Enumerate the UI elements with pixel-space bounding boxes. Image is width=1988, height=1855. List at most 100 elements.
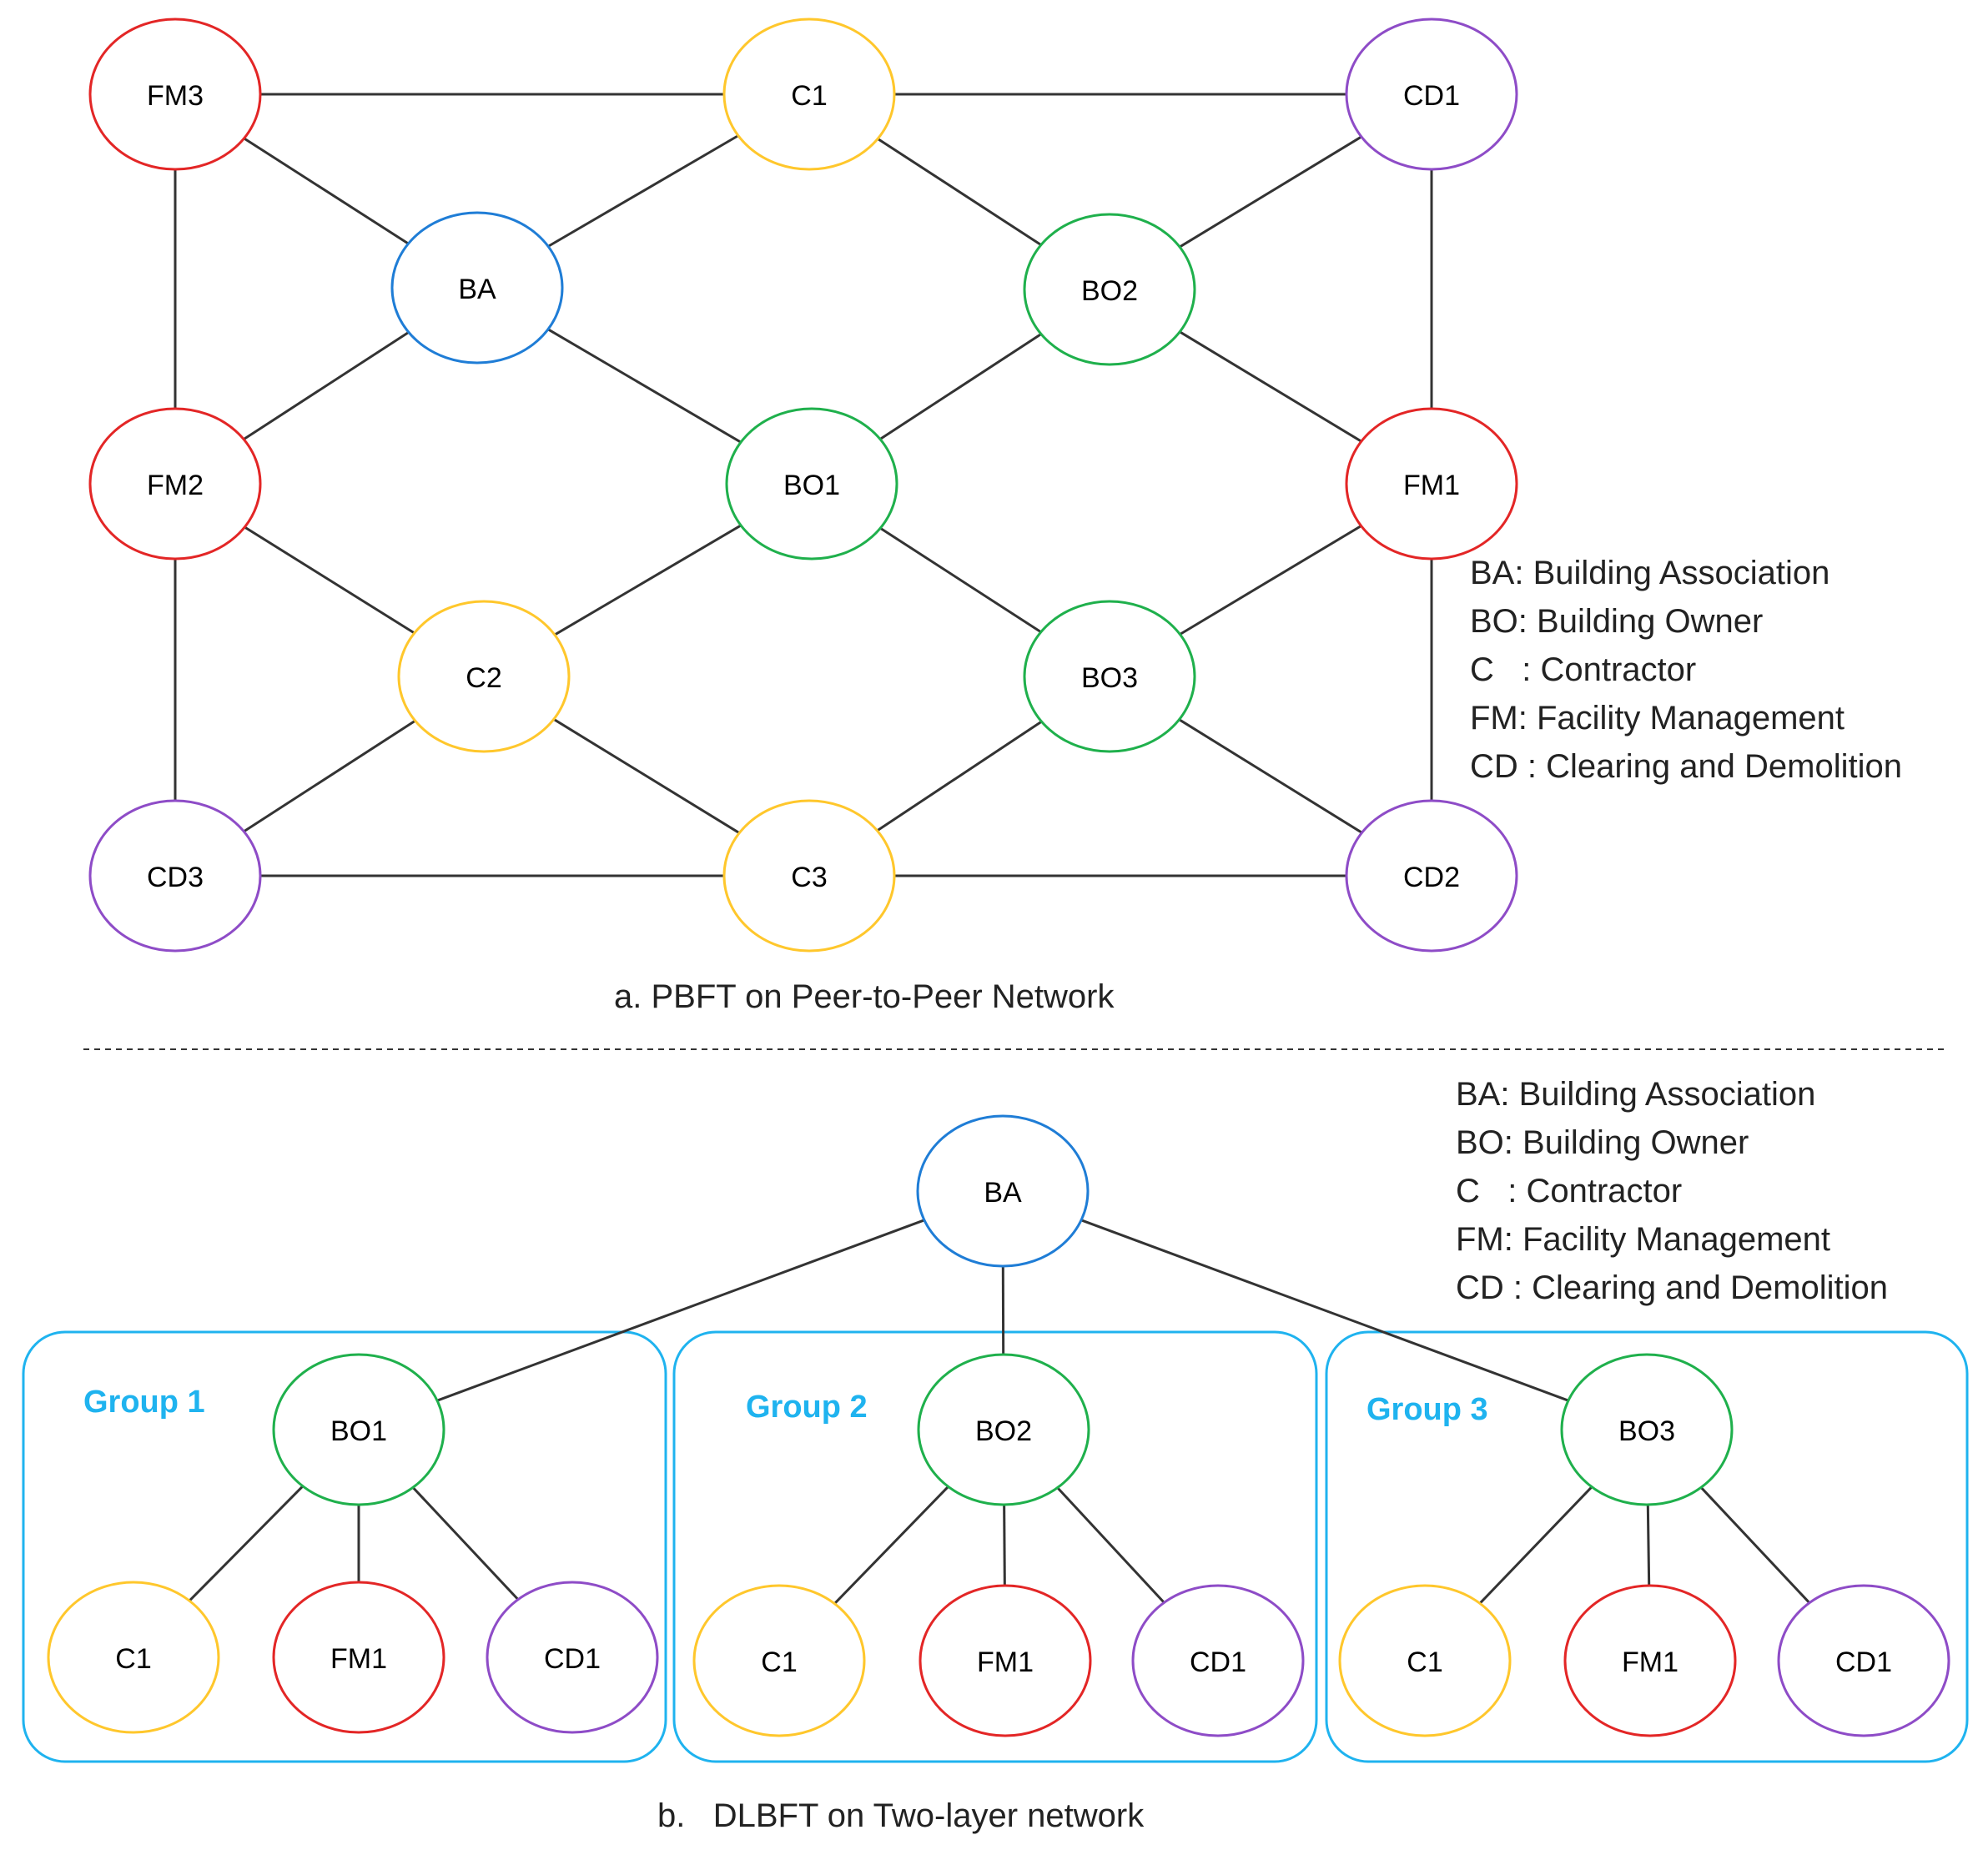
node-label: FM1 bbox=[1622, 1646, 1678, 1678]
group-title: Group 3 bbox=[1366, 1392, 1488, 1427]
edge-line bbox=[243, 137, 410, 245]
node-c1[interactable]: C1 bbox=[1338, 1584, 1512, 1737]
node-label: C2 bbox=[466, 662, 501, 694]
node-bo1[interactable]: BO1 bbox=[725, 407, 898, 561]
node-c1[interactable]: C1 bbox=[47, 1581, 220, 1734]
node-label: CD1 bbox=[1835, 1646, 1892, 1678]
node-cd1[interactable]: CD1 bbox=[1777, 1584, 1950, 1737]
node-circle bbox=[1345, 18, 1518, 171]
node-label: BO3 bbox=[1618, 1415, 1675, 1447]
edge-line bbox=[879, 333, 1042, 440]
node-circle bbox=[47, 1581, 220, 1734]
node-cd2[interactable]: CD2 bbox=[1345, 799, 1518, 953]
group-boxes: Group 1 Group 2 Group 3 bbox=[22, 1330, 1969, 1763]
node-label: CD3 bbox=[147, 862, 204, 893]
node-label: C3 bbox=[791, 862, 827, 893]
edge-line bbox=[833, 1486, 949, 1605]
node-label: C1 bbox=[1407, 1646, 1442, 1678]
edge-line bbox=[876, 720, 1043, 832]
edge-line bbox=[243, 719, 416, 833]
node-cd1[interactable]: CD1 bbox=[486, 1581, 659, 1734]
node-label: FM1 bbox=[330, 1643, 387, 1675]
two-layer-legend: BA: Building Association BO: Building Ow… bbox=[1456, 1076, 1888, 1306]
p2p-edges bbox=[174, 93, 1433, 877]
node-label: BO2 bbox=[975, 1415, 1032, 1447]
node-cd3[interactable]: CD3 bbox=[88, 799, 262, 953]
node-bo3[interactable]: BO3 bbox=[1560, 1353, 1734, 1506]
legend-line: C : Contractor bbox=[1456, 1173, 1682, 1209]
legend-line: C : Contractor bbox=[1470, 651, 1696, 688]
edge-line bbox=[436, 1219, 925, 1402]
two-layer-caption: b. DLBFT on Two-layer network bbox=[657, 1797, 1145, 1834]
legend-line: FM: Facility Management bbox=[1456, 1221, 1830, 1258]
legend-line: BA: Building Association bbox=[1456, 1076, 1815, 1113]
legend-line: FM: Facility Management bbox=[1470, 700, 1845, 736]
edge-line bbox=[1699, 1486, 1811, 1604]
edge-line bbox=[552, 718, 741, 834]
node-label: CD2 bbox=[1403, 862, 1460, 893]
node-fm2[interactable]: FM2 bbox=[88, 407, 262, 561]
edge-line bbox=[554, 524, 742, 636]
legend-line: BO: Building Owner bbox=[1470, 603, 1763, 640]
node-cd1[interactable]: CD1 bbox=[1131, 1584, 1305, 1737]
edge-line bbox=[1179, 135, 1362, 249]
node-label: FM2 bbox=[147, 470, 204, 501]
edge-line bbox=[1179, 330, 1362, 443]
node-c1[interactable]: C1 bbox=[722, 18, 896, 171]
edge-line bbox=[547, 328, 742, 444]
node-label: CD1 bbox=[544, 1643, 601, 1675]
node-circle bbox=[692, 1584, 866, 1737]
node-circle bbox=[917, 1353, 1090, 1506]
node-label: BO1 bbox=[330, 1415, 387, 1447]
node-label: FM3 bbox=[147, 80, 204, 112]
edge-line bbox=[1080, 1219, 1569, 1402]
legend-line: CD : Clearing and Demolition bbox=[1470, 748, 1902, 785]
node-c3[interactable]: C3 bbox=[722, 799, 896, 953]
node-bo2[interactable]: BO2 bbox=[917, 1353, 1090, 1506]
p2p-caption: a. PBFT on Peer-to-Peer Network bbox=[614, 978, 1115, 1015]
node-bo3[interactable]: BO3 bbox=[1023, 600, 1196, 753]
node-fm1[interactable]: FM1 bbox=[272, 1581, 445, 1734]
edge-line bbox=[1179, 525, 1362, 636]
node-ba[interactable]: BA bbox=[916, 1114, 1090, 1268]
node-fm1[interactable]: FM1 bbox=[1563, 1584, 1737, 1737]
two-layer-edges bbox=[188, 1219, 1811, 1605]
legend-line: CD : Clearing and Demolition bbox=[1456, 1269, 1888, 1306]
node-circle bbox=[397, 600, 571, 753]
node-label: BA bbox=[984, 1177, 1022, 1209]
p2p-legend: BA: Building Association BO: Building Ow… bbox=[1470, 555, 1902, 785]
edge-line bbox=[1003, 1504, 1006, 1586]
node-c1[interactable]: C1 bbox=[692, 1584, 866, 1737]
node-fm3[interactable]: FM3 bbox=[88, 18, 262, 171]
node-circle bbox=[725, 407, 898, 561]
node-bo2[interactable]: BO2 bbox=[1023, 213, 1196, 366]
node-label: C1 bbox=[115, 1643, 151, 1675]
node-fm1[interactable]: FM1 bbox=[1345, 407, 1518, 561]
node-label: FM1 bbox=[977, 1646, 1034, 1678]
node-circle bbox=[1131, 1584, 1305, 1737]
node-circle bbox=[88, 18, 262, 171]
node-c2[interactable]: C2 bbox=[397, 600, 571, 753]
node-circle bbox=[1563, 1584, 1737, 1737]
node-label: BA bbox=[458, 274, 496, 305]
node-label: CD1 bbox=[1403, 80, 1460, 112]
edge-line bbox=[877, 138, 1042, 246]
node-label: BO1 bbox=[783, 470, 840, 501]
node-circle bbox=[919, 1584, 1092, 1737]
node-ba[interactable]: BA bbox=[390, 211, 564, 364]
group-box bbox=[672, 1330, 1318, 1763]
node-cd1[interactable]: CD1 bbox=[1345, 18, 1518, 171]
node-fm1[interactable]: FM1 bbox=[919, 1584, 1092, 1737]
group-box bbox=[22, 1330, 667, 1763]
node-circle bbox=[390, 211, 564, 364]
node-label: C1 bbox=[761, 1646, 797, 1678]
edge-line bbox=[1478, 1486, 1593, 1605]
edge-line bbox=[879, 526, 1042, 634]
node-label: C1 bbox=[791, 80, 827, 112]
node-circle bbox=[1338, 1584, 1512, 1737]
node-bo1[interactable]: BO1 bbox=[272, 1353, 445, 1506]
node-label: CD1 bbox=[1190, 1646, 1246, 1678]
node-circle bbox=[722, 799, 896, 953]
